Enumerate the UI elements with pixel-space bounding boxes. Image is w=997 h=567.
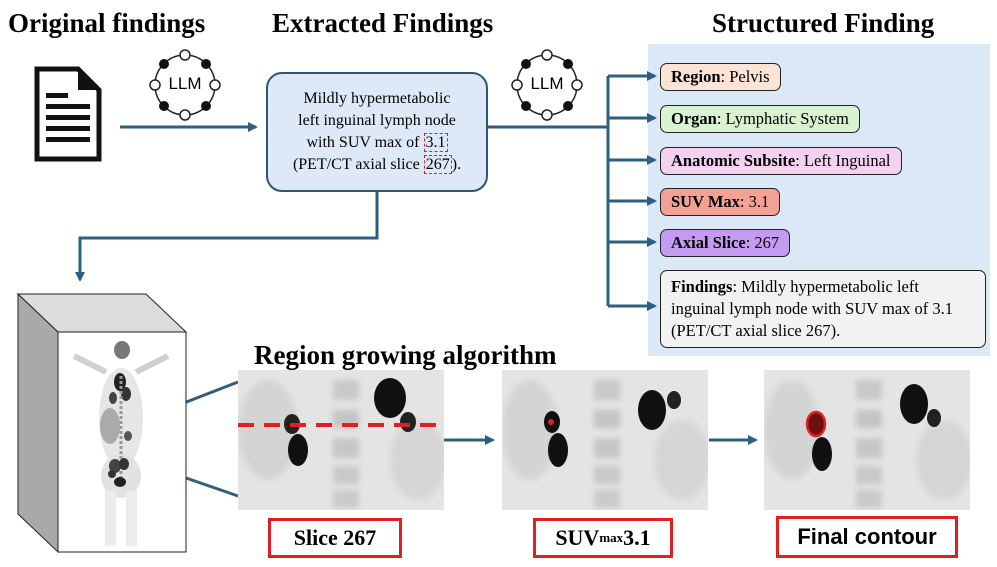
extracted-findings-box: Mildly hypermetabolic left inguinal lymp… bbox=[266, 72, 488, 192]
title-extracted-findings: Extracted Findings bbox=[272, 8, 494, 38]
llm-icon-1: LLM bbox=[147, 47, 223, 123]
slice-highlight: 267 bbox=[423, 155, 452, 174]
extracted-line-2: left inguinal lymph node bbox=[298, 112, 456, 129]
suv-max-point bbox=[548, 419, 554, 425]
llm-label: LLM bbox=[530, 74, 564, 93]
tag-findings: Findings: Mildly hypermetabolic left ing… bbox=[660, 270, 986, 348]
tag-suv-max: SUV Max: 3.1 bbox=[660, 188, 781, 216]
title-original-findings: Original findings bbox=[8, 8, 206, 38]
tag-region: Region: Pelvis bbox=[660, 63, 781, 91]
tag-anatomic-subsite: Anatomic Subsite: Left Inguinal bbox=[660, 147, 902, 175]
title-region-growing: Region growing algorithm bbox=[254, 340, 557, 370]
tag-organ: Organ: Lymphatic System bbox=[660, 105, 860, 133]
caption-slice: Slice 267 bbox=[268, 518, 402, 558]
extracted-line-4: (PET/CT axial slice 267). bbox=[292, 155, 462, 174]
extracted-line-1: Mildly hypermetabolic bbox=[303, 90, 451, 107]
slice-image bbox=[238, 370, 444, 510]
title-structured-finding: Structured Finding bbox=[712, 8, 935, 38]
suv-max-image bbox=[502, 370, 708, 510]
body-silhouette bbox=[72, 341, 170, 546]
suv-highlight: 3.1 bbox=[423, 133, 448, 152]
llm-icon-2: LLM bbox=[509, 47, 585, 123]
tag-axial-slice: Axial Slice: 267 bbox=[660, 229, 791, 257]
caption-final-contour: Final contour bbox=[776, 516, 958, 558]
pet-volume-mip bbox=[16, 292, 188, 554]
final-contour-image bbox=[764, 370, 970, 510]
llm-label: LLM bbox=[168, 74, 202, 93]
contour-outline bbox=[805, 410, 827, 438]
extracted-line-3: with SUV max of 3.1 bbox=[306, 133, 448, 152]
document-icon bbox=[34, 66, 102, 162]
